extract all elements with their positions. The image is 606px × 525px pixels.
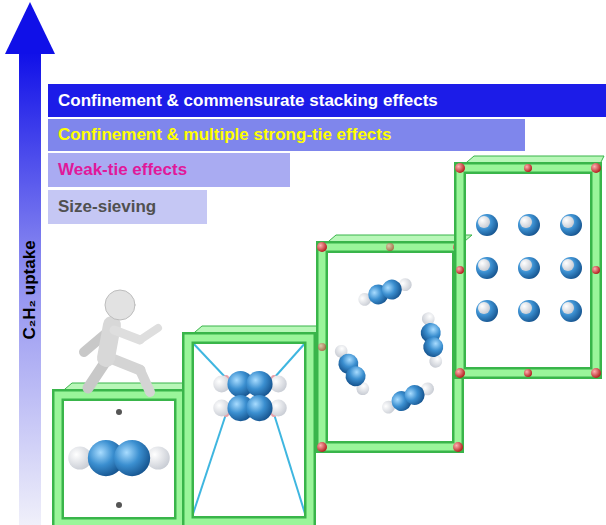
effect-band: Size-sieving bbox=[48, 190, 207, 224]
runner-figure bbox=[84, 290, 158, 392]
band-text: Confinement & multiple strong-tie effect… bbox=[58, 125, 391, 145]
pore-box bbox=[188, 326, 324, 522]
pore-box bbox=[58, 383, 194, 523]
effect-band: Confinement & commensurate stacking effe… bbox=[48, 84, 606, 117]
axis-label-text: C₂H₂ uptake bbox=[20, 240, 39, 339]
band-text: Size-sieving bbox=[58, 197, 156, 217]
band-text: Weak-tie effects bbox=[58, 160, 187, 180]
pore-box bbox=[455, 156, 604, 378]
band-text: Confinement & commensurate stacking effe… bbox=[58, 91, 438, 111]
effect-band: Confinement & multiple strong-tie effect… bbox=[48, 119, 525, 151]
axis-label: C₂H₂ uptake bbox=[20, 240, 40, 339]
effect-band: Weak-tie effects bbox=[48, 153, 290, 187]
uptake-arrow bbox=[5, 2, 55, 525]
pore-box bbox=[317, 235, 472, 452]
